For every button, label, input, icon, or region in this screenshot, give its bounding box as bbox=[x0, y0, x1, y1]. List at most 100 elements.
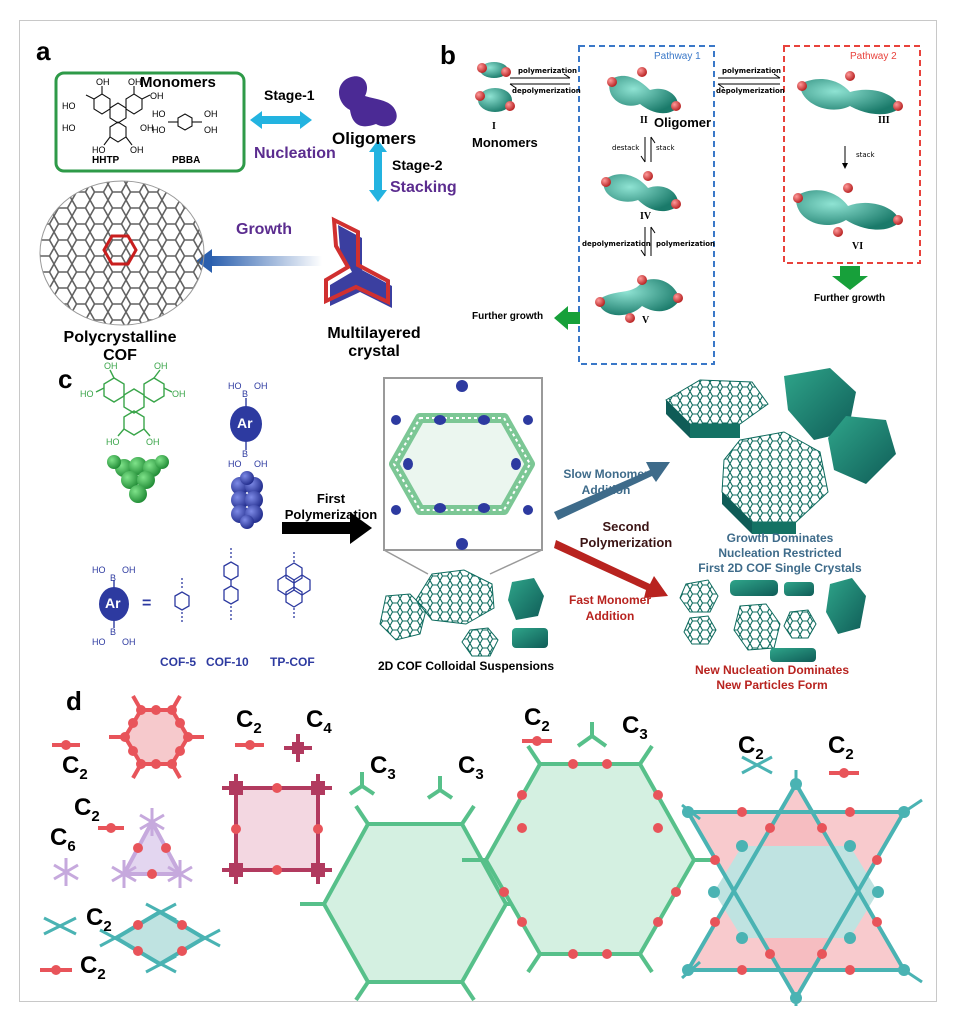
label-c2-5: C2 bbox=[80, 952, 106, 983]
pbba-ho-1: HO bbox=[152, 109, 166, 119]
c-legend-ho-1: HO bbox=[92, 565, 106, 575]
second-polymerization-1: Second bbox=[602, 519, 650, 534]
first-polymerization-1: First bbox=[316, 491, 346, 506]
zoom-line-left bbox=[383, 549, 429, 575]
hhtp-oh-3: OH bbox=[150, 91, 164, 101]
pbba-oh-1: OH bbox=[204, 109, 218, 119]
c-legend-oh-2: OH bbox=[122, 637, 136, 647]
hhtp-label: HHTP bbox=[92, 155, 120, 166]
label-c2-2: C2 bbox=[236, 706, 262, 737]
pathway1-box bbox=[578, 45, 715, 365]
pathway2-box bbox=[783, 45, 921, 264]
multilayered-label-2: crystal bbox=[348, 343, 400, 360]
roman-II: II bbox=[640, 115, 648, 126]
further-growth-left: Further growth bbox=[472, 311, 544, 322]
label-c3-1: C3 bbox=[370, 752, 396, 783]
further-growth-arrow-right bbox=[832, 266, 868, 290]
new-nucleation-1: New Nucleation Dominates bbox=[694, 663, 850, 677]
ar-legend bbox=[99, 580, 129, 628]
panel-d-label: d bbox=[66, 686, 82, 716]
label-c4: C4 bbox=[306, 706, 332, 737]
c3-nodes bbox=[348, 722, 608, 800]
c-legend-b-2: B bbox=[110, 627, 117, 637]
triangle-c6-lattice bbox=[53, 808, 193, 888]
panel-a-label: a bbox=[36, 36, 51, 66]
pbba-structure bbox=[168, 113, 202, 131]
oligomer-molecule bbox=[338, 76, 397, 127]
c-hhtp-oh-1: OH bbox=[104, 361, 118, 371]
c-ar-label-1: Ar bbox=[237, 415, 253, 431]
c-ar-oh-1: OH bbox=[254, 381, 268, 391]
fast-addition-1: Fast Monomer bbox=[568, 593, 651, 607]
multilayered-label-1: Multilayered bbox=[327, 325, 421, 342]
multilayered-crystal bbox=[324, 216, 392, 308]
label-c3-3: C3 bbox=[622, 712, 648, 743]
label-c2-4: C2 bbox=[86, 904, 112, 935]
first-polymerization-2: Polymerization bbox=[284, 507, 378, 522]
oligomer-III bbox=[797, 71, 903, 115]
oligomer-label-b: Oligomer bbox=[654, 115, 712, 130]
pathway2-label: Pathway 2 bbox=[850, 51, 897, 62]
hhtp-structure bbox=[85, 86, 151, 146]
hhtp-ball-model bbox=[107, 455, 169, 503]
c-ar-label-2: Ar bbox=[105, 595, 121, 611]
oligomer-VI bbox=[793, 183, 903, 237]
pbba-label: PBBA bbox=[172, 155, 201, 166]
growth-dominates-2: Nucleation Restricted bbox=[718, 546, 842, 560]
ar-boronic-top bbox=[230, 398, 262, 450]
cof5-label: COF-5 bbox=[160, 655, 196, 669]
hhtp-ho-2: HO bbox=[62, 123, 76, 133]
c-hhtp-ho-2: HO bbox=[106, 437, 120, 447]
stage1-label: Stage-1 bbox=[264, 87, 315, 103]
monomers-label-b: Monomers bbox=[472, 135, 538, 150]
fast-addition-2: Addition bbox=[585, 609, 635, 623]
equilibrium-arrows bbox=[509, 73, 848, 257]
stage1-arrow bbox=[250, 111, 312, 129]
roman-III: III bbox=[878, 115, 890, 126]
roman-I: I bbox=[492, 121, 496, 132]
roman-VI: VI bbox=[852, 241, 864, 252]
c-legend-ho-2: HO bbox=[92, 637, 106, 647]
hhtp-green-structure bbox=[95, 369, 173, 437]
single-crystals bbox=[665, 368, 896, 534]
panel-b-label: b bbox=[440, 40, 456, 70]
second-polymerization-2: Polymerization bbox=[579, 535, 673, 550]
hhtp-oh-1: OH bbox=[96, 77, 110, 87]
growth-label: Growth bbox=[236, 221, 292, 238]
destack-label: destack bbox=[612, 144, 640, 152]
depolymerization-1: depolymerization bbox=[512, 87, 581, 95]
label-c2-3: C2 bbox=[74, 794, 100, 825]
hexagon-c3-c2-lattice bbox=[462, 744, 718, 974]
c-ar-ho-1: HO bbox=[228, 381, 242, 391]
monomer-molecules bbox=[475, 62, 515, 112]
new-nucleation-2: New Particles Form bbox=[716, 678, 828, 692]
hhtp-ho-1: HO bbox=[62, 101, 76, 111]
growth-dominates-1: Growth Dominates bbox=[726, 531, 834, 545]
oligomers-label: Oligomers bbox=[332, 129, 417, 148]
c-ar-ho-2: HO bbox=[228, 459, 242, 469]
stage2-label: Stage-2 bbox=[392, 157, 443, 173]
label-c2-8: C2 bbox=[828, 732, 854, 763]
depolymerization-3: depolymerization bbox=[582, 240, 651, 248]
nucleation-label: Nucleation bbox=[254, 145, 336, 162]
fast-addition-arrow bbox=[554, 540, 668, 598]
c-hhtp-ho-1: HO bbox=[80, 389, 94, 399]
roman-V: V bbox=[642, 315, 650, 326]
c-hhtp-oh-4: OH bbox=[146, 437, 160, 447]
c-ar-oh-2: OH bbox=[254, 459, 268, 469]
cof-pore-hexagon bbox=[389, 380, 535, 550]
c-ar-b-2: B bbox=[242, 449, 249, 459]
slow-addition-1: Slow Monomer bbox=[563, 467, 649, 481]
label-c6: C6 bbox=[50, 824, 76, 855]
colloidal-particles bbox=[379, 569, 548, 657]
label-c3-2: C3 bbox=[458, 752, 484, 783]
slow-addition-2: Addition bbox=[581, 483, 631, 497]
oligomer-V bbox=[595, 275, 683, 323]
oligomer-IV bbox=[601, 171, 681, 212]
ar-ball-model bbox=[231, 471, 263, 529]
pathway1-label: Pathway 1 bbox=[654, 51, 701, 62]
label-c2-6: C2 bbox=[524, 704, 550, 735]
panel-c-label: c bbox=[58, 364, 73, 394]
